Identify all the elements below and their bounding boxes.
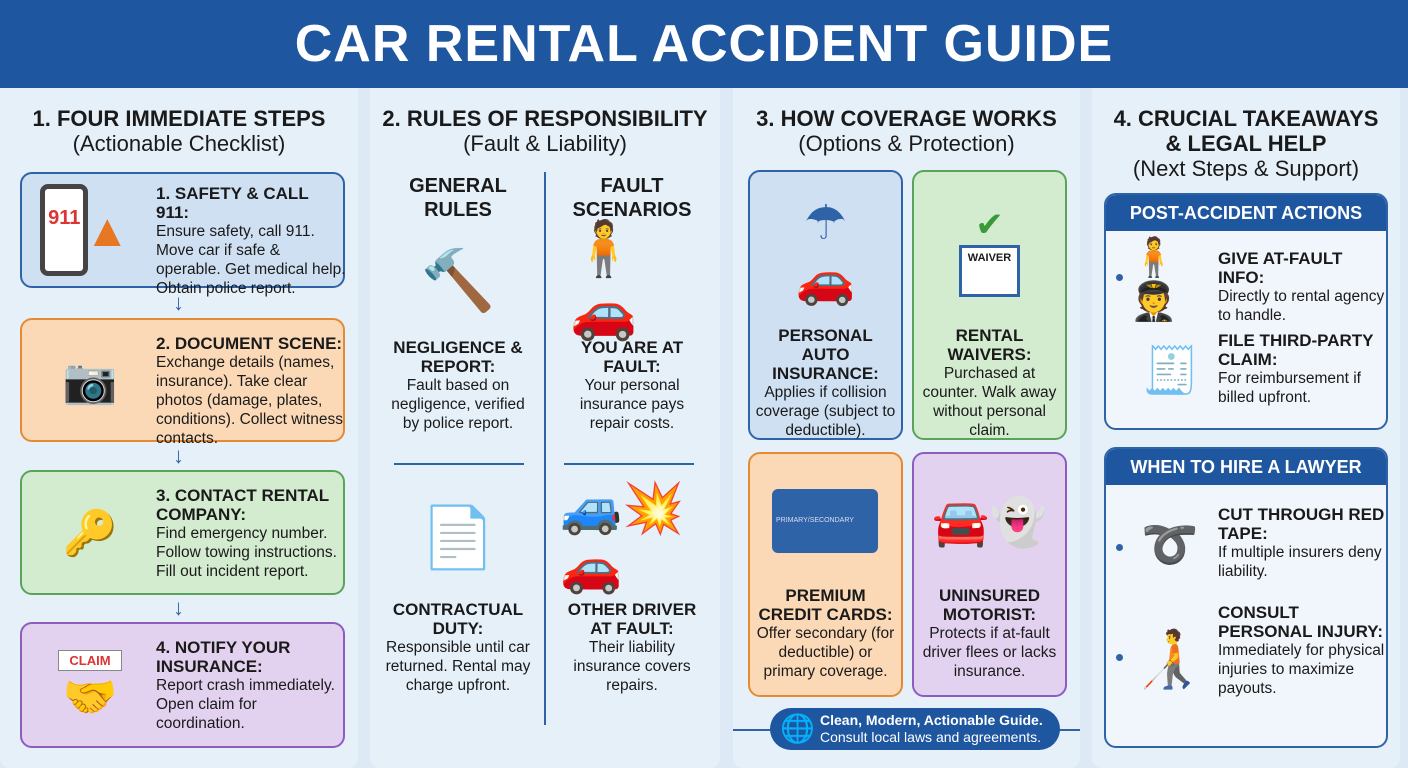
dollar-document-icon: 🧾: [1142, 343, 1200, 396]
rule-body: Responsible until car returned. Rental m…: [385, 639, 531, 694]
step-heading: 3. CONTACT RENTAL COMPANY:: [156, 486, 329, 524]
divider: [564, 463, 694, 465]
coverage-body: Purchased at counter. Walk away without …: [922, 365, 1057, 439]
lawyer-body: If multiple insurers deny liability.: [1218, 544, 1382, 580]
id-card-collision-icon: 🚙💥🚗: [560, 479, 685, 595]
people-exchange-icon: 🧍🧑‍✈️: [1130, 237, 1178, 323]
car-ghost-icon: 🚘👻: [932, 495, 1047, 548]
step-heading: 1. SAFETY & CALL 911:: [156, 184, 309, 222]
column-title: 2. RULES OF RESPONSIBILITY: [382, 106, 708, 131]
phone-911-cone-icon: 911 ▲: [40, 184, 130, 276]
box-header: WHEN TO HIRE A LAWYER: [1106, 449, 1386, 485]
fault-scenarios-header: FAULT SCENARIOS: [572, 175, 692, 221]
red-tape-lawyer-icon: ➰: [1141, 517, 1199, 570]
arrow-down-icon: ↓: [173, 443, 184, 468]
coverage-card-rental-waivers: ✔ WAIVER RENTAL WAIVERS:Purchased at cou…: [912, 170, 1067, 440]
arrow-down-icon: ↓: [173, 290, 184, 315]
arrow-down-icon: ↓: [173, 595, 184, 620]
coverage-body: Protects if at-fault driver flees or lac…: [922, 625, 1057, 680]
step-card-4: CLAIM🤝 4. NOTIFY YOUR INSURANCE:Report c…: [20, 622, 345, 748]
column-subtitle: (Fault & Liability): [463, 131, 627, 156]
step-card-2: 📷 2. DOCUMENT SCENE:Exchange details (na…: [20, 318, 345, 447]
rule-heading: CONTRACTUAL DUTY:: [392, 600, 524, 638]
column-subtitle: (Next Steps & Support): [1132, 156, 1360, 181]
action-heading: GIVE AT-FAULT INFO:: [1218, 249, 1343, 287]
coverage-heading: PERSONAL AUTO INSURANCE:: [772, 326, 879, 383]
column-responsibility: 2. RULES OF RESPONSIBILITY(Fault & Liabi…: [370, 88, 720, 768]
coverage-card-uninsured-motorist: 🚘👻 UNINSURED MOTORIST:Protects if at-fau…: [912, 452, 1067, 697]
counter-waiver-icon: ✔ WAIVER: [924, 186, 1055, 316]
box-header: POST-ACCIDENT ACTIONS: [1106, 195, 1386, 231]
coverage-body: Offer secondary (for deductible) or prim…: [756, 625, 895, 680]
rule-heading: NEGLIGENCE & REPORT:: [393, 338, 523, 376]
coverage-card-personal-auto: ☂🚗 PERSONAL AUTO INSURANCE:Applies if co…: [748, 170, 903, 440]
post-accident-box: POST-ACCIDENT ACTIONS 🧍🧑‍✈️ GIVE AT-FAUL…: [1104, 193, 1388, 430]
coverage-heading: PREMIUM CREDIT CARDS:: [758, 586, 893, 624]
step-body: Report crash immediately. Open claim for…: [156, 677, 335, 732]
camera-cars-icon: 📷: [62, 357, 118, 406]
divider: [544, 172, 546, 725]
step-card-1: 911 ▲ 1. SAFETY & CALL 911:Ensure safety…: [20, 172, 346, 297]
globe-icon: 🌐: [780, 713, 815, 744]
general-rules-header: GENERAL RULES: [409, 175, 507, 221]
coverage-card-credit-cards: PRIMARY/SECONDARY PREMIUM CREDIT CARDS:O…: [748, 452, 903, 697]
key-phone-document-icon: 🔑: [62, 509, 118, 558]
page-title: CAR RENTAL ACCIDENT GUIDE: [0, 0, 1408, 88]
step-heading: 2. DOCUMENT SCENE:: [156, 334, 343, 353]
lawyer-heading: CUT THROUGH RED TAPE:: [1218, 505, 1385, 543]
rule-heading: YOU ARE AT FAULT:: [580, 338, 684, 376]
column-title: 3. HOW COVERAGE WORKS: [756, 106, 1057, 131]
step-body: Ensure safety, call 911. Move car if saf…: [156, 223, 346, 297]
action-body: Directly to rental agency to handle.: [1218, 288, 1385, 324]
footer-banner: 🌐 Clean, Modern, Actionable Guide.Consul…: [770, 708, 1060, 750]
lawyer-body: Immediately for physical injuries to max…: [1218, 642, 1385, 697]
column-title: 4. CRUCIAL TAKEAWAYS: [1113, 106, 1379, 131]
hire-lawyer-box: WHEN TO HIRE A LAWYER ➰ CUT THROUGH RED …: [1104, 447, 1388, 748]
lawyer-heading: CONSULT PERSONAL INJURY:: [1218, 603, 1383, 641]
column-title-2: & LEGAL HELP: [1165, 131, 1327, 156]
gavel-icon: 🔨: [420, 247, 496, 314]
rule-body: Their liability insurance covers repairs…: [573, 639, 691, 694]
step-body: Exchange details (names, insurance). Tak…: [156, 354, 343, 447]
step-heading: 4. NOTIFY YOUR INSURANCE:: [156, 638, 291, 676]
umbrella-car-icon: ☂🚗: [795, 196, 856, 307]
action-body: For reimbursement if billed upfront.: [1218, 370, 1361, 406]
person-card-crash-icon: 🧍🚗: [570, 218, 638, 342]
action-heading: FILE THIRD-PARTY CLAIM:: [1218, 331, 1374, 369]
step-body: Find emergency number. Follow towing ins…: [156, 525, 337, 580]
rule-heading: OTHER DRIVER AT FAULT:: [567, 600, 697, 638]
column-subtitle: (Options & Protection): [798, 131, 1015, 156]
coverage-body: Applies if collision coverage (subject t…: [755, 384, 896, 439]
divider: [394, 463, 524, 465]
column-subtitle: (Actionable Checklist): [72, 131, 286, 156]
column-title: 1. FOUR IMMEDIATE STEPS: [32, 106, 326, 131]
step-card-3: 🔑 3. CONTACT RENTAL COMPANY:Find emergen…: [20, 470, 345, 595]
injured-person-icon: 🧑‍🦯: [1132, 627, 1202, 690]
contract-key-icon: 📄: [420, 504, 496, 571]
claim-handshake-icon: CLAIM🤝: [40, 638, 140, 734]
credit-card-shield-icon: PRIMARY/SECONDARY: [766, 476, 884, 566]
rule-body: Fault based on negligence, verified by p…: [391, 377, 525, 432]
coverage-heading: UNINSURED MOTORIST:: [938, 586, 1041, 624]
coverage-heading: RENTAL WAIVERS:: [947, 326, 1032, 364]
rule-body: Your personal insurance pays repair cost…: [579, 377, 685, 432]
